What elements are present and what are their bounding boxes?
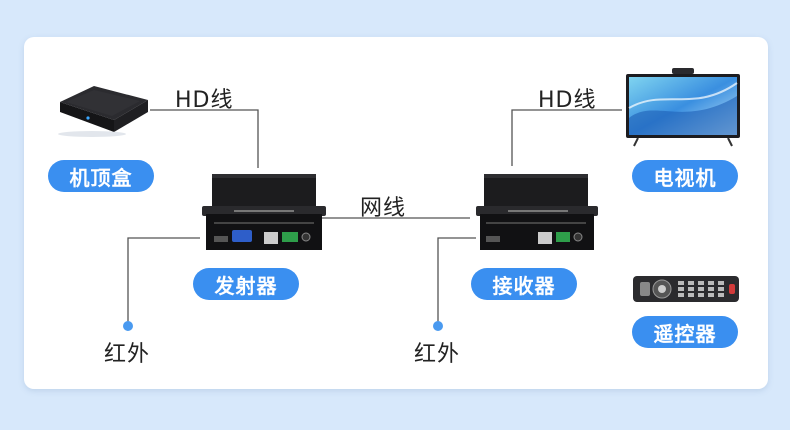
ir-right-label: 红外 <box>414 342 461 367</box>
set-top-box-label: 机顶盒 <box>48 160 154 192</box>
ir-dot-left <box>123 321 133 331</box>
network-cable-label: 网线 <box>360 196 407 221</box>
receiver-image <box>476 174 598 250</box>
remote-label: 遥控器 <box>632 316 738 348</box>
ir-cable-left <box>127 237 200 325</box>
ir-dot-right <box>433 321 443 331</box>
receiver-label: 接收器 <box>471 268 577 300</box>
remote-image <box>633 276 739 302</box>
hd-cable-right <box>511 109 622 166</box>
tv-label: 电视机 <box>632 160 738 192</box>
ir-left-label: 红外 <box>104 342 151 367</box>
hd-cable-left-label: HD线 <box>175 88 234 113</box>
transmitter-label: 发射器 <box>193 268 299 300</box>
ir-cable-right <box>437 237 476 325</box>
hd-cable-right-label: HD线 <box>538 88 597 113</box>
set-top-box-image <box>58 86 148 137</box>
hd-cable-left <box>150 109 259 168</box>
transmitter-image <box>202 174 326 250</box>
tv-image <box>626 68 740 147</box>
